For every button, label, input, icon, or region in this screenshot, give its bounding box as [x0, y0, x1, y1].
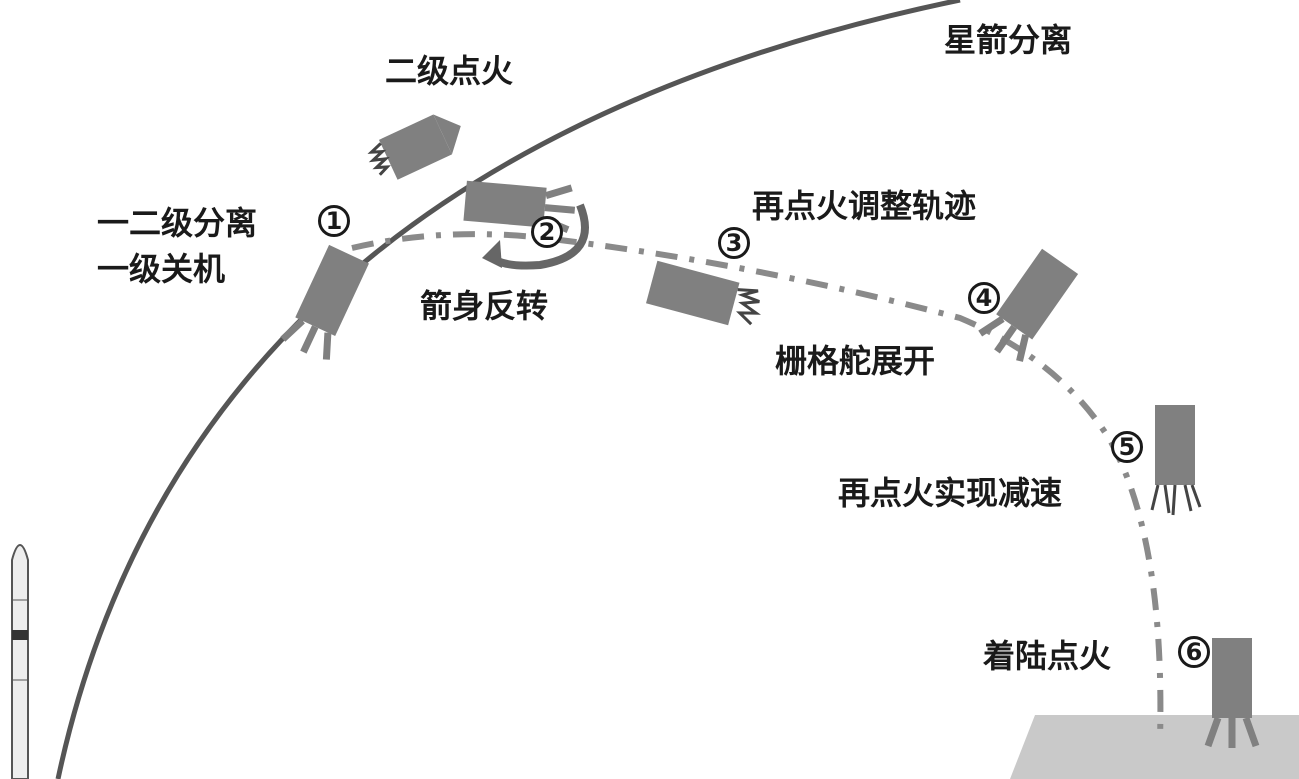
first-stage-5	[1150, 405, 1202, 516]
first-stage-6	[1204, 638, 1260, 748]
first-stage-4	[978, 248, 1079, 362]
step-marker-1: 1	[318, 205, 350, 237]
step-marker-3: 3	[718, 227, 750, 259]
step-marker-6: 6	[1178, 636, 1210, 668]
step-marker-5: 5	[1111, 431, 1143, 463]
first-stage-3	[646, 260, 762, 326]
label-reignite-decelerate: 再点火实现减速	[838, 474, 1063, 512]
landing-ground	[1010, 715, 1299, 779]
step-marker-4: 4	[968, 282, 1000, 314]
ascent-trajectory-arc	[55, 0, 961, 779]
label-payload-separation: 星箭分离	[944, 21, 1073, 59]
label-stage-separation: 一二级分离	[97, 204, 258, 242]
label-first-cutoff: 一级关机	[97, 250, 226, 288]
label-second-ignition: 二级点火	[385, 52, 514, 90]
first-stage-1	[280, 244, 369, 360]
launch-rocket	[11, 544, 29, 779]
label-landing-ignition: 着陆点火	[983, 637, 1112, 675]
label-reignite-trajectory: 再点火调整轨迹	[752, 187, 977, 225]
second-stage	[367, 114, 461, 180]
return-trajectory	[351, 231, 1164, 741]
step-marker-2: 2	[531, 216, 563, 248]
flip-arrowhead	[482, 240, 502, 268]
label-flip: 箭身反转	[420, 287, 549, 325]
label-grid-fins: 栅格舵展开	[775, 342, 936, 380]
